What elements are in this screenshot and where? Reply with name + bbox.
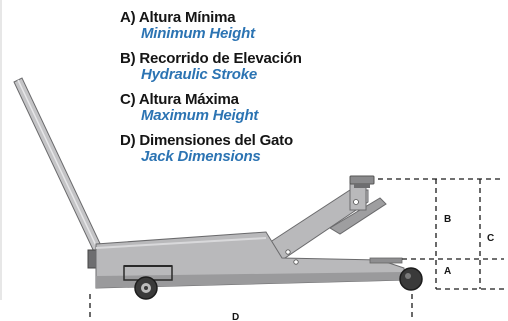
dim-label-b: B — [444, 214, 451, 225]
dimension-lines — [89, 178, 504, 321]
legend-label-es: D) Dimensiones del Gato — [120, 132, 293, 149]
legend-label-en: Hydraulic Stroke — [141, 66, 258, 83]
legend-label-es: A) Altura Mínima — [120, 9, 236, 26]
legend-item-jack-dimensions: D) Dimensiones del Gato Jack Dimensions — [120, 133, 360, 165]
legend-item-minimum-height: A) Altura Mínima Minimum Height — [120, 10, 360, 42]
jack-frame — [95, 231, 405, 289]
legend-label-en: Maximum Height — [141, 107, 259, 124]
dim-label-c: C — [487, 233, 494, 244]
legend-label-es: C) Altura Máxima — [120, 91, 239, 108]
rear-wheel — [134, 276, 158, 300]
legend-item-maximum-height: C) Altura Máxima Maximum Height — [120, 92, 360, 124]
legend-label-en: Minimum Height — [141, 25, 255, 42]
front-wheel — [399, 267, 423, 291]
dim-label-d: D — [232, 312, 239, 321]
dim-label-a: A — [444, 266, 451, 277]
legend-label-es: B) Recorrido de Elevación — [120, 50, 302, 67]
jack-handle — [13, 77, 115, 269]
legend-item-hydraulic-stroke: B) Recorrido de Elevación Hydraulic Stro… — [120, 51, 360, 83]
legend-label-en: Jack Dimensions — [141, 148, 261, 165]
lift-arm — [256, 183, 387, 261]
saddle — [349, 175, 375, 188]
legend: A) Altura Mínima Minimum Height B) Recor… — [120, 10, 360, 174]
